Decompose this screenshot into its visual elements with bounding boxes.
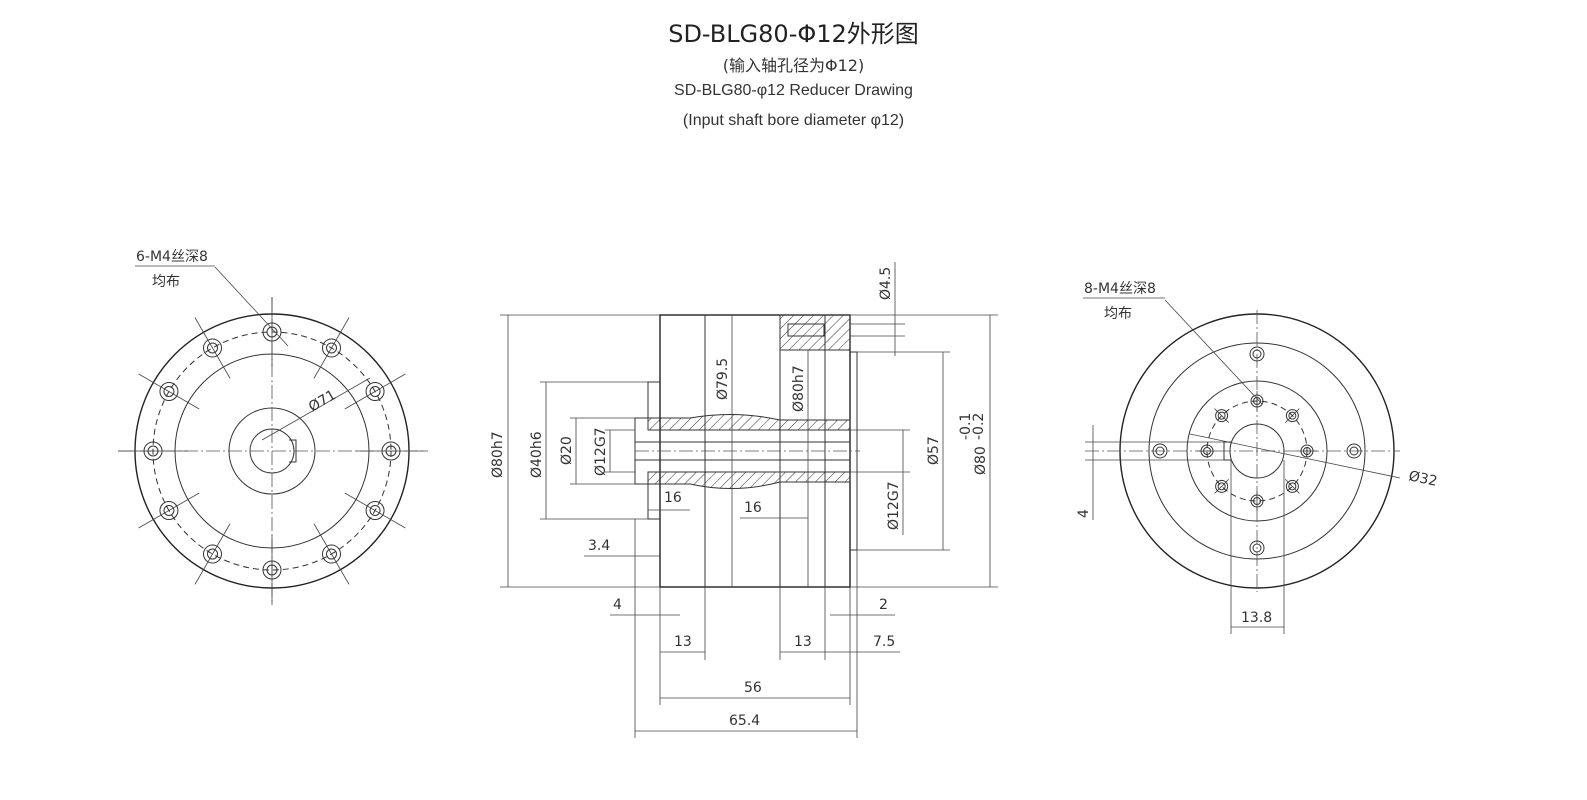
rear-outer-hole-inner xyxy=(1252,349,1262,359)
hatch-top xyxy=(647,413,851,431)
dim-d40h6: Ø40h6 xyxy=(529,431,545,478)
rear-hole-note-evenly: 均布 xyxy=(1104,306,1132,322)
flange-hole-inner xyxy=(207,548,218,560)
flange-hole-axis xyxy=(344,373,406,410)
flange-hole xyxy=(203,544,222,564)
dim-tol-upper: -0.1 xyxy=(958,413,974,440)
flange-hole xyxy=(322,338,341,358)
hole-note: 6-M4丝深8 xyxy=(136,249,208,265)
flange-hole xyxy=(159,501,179,520)
dim-d20: Ø20 xyxy=(559,436,575,465)
input-hub xyxy=(634,381,660,520)
dim-d80-right: Ø80 xyxy=(973,446,989,475)
dim-65-4: 65.4 xyxy=(729,713,760,729)
rear-outer-hole xyxy=(1249,346,1265,362)
rear-hole-inner xyxy=(1217,482,1226,491)
mounting-holes xyxy=(118,297,426,605)
hatch-tapped-hole xyxy=(779,314,851,351)
flange-hole-inner xyxy=(207,342,218,354)
rear-mounting-holes xyxy=(1152,346,1362,556)
flange-hole-inner xyxy=(163,505,175,516)
dim-16-a: 16 xyxy=(664,490,682,506)
pcd-leader xyxy=(261,377,371,441)
flange-hole xyxy=(365,382,385,401)
rear-outer-hole xyxy=(1249,540,1265,556)
dim-3-4: 3.4 xyxy=(588,538,610,554)
dim-d80h7-left: Ø80h7 xyxy=(490,431,506,478)
rear-outer-hole xyxy=(1346,443,1362,459)
flange-hole-axis xyxy=(344,492,406,529)
rear-outer-hole-inner xyxy=(1349,446,1359,456)
hole-note-evenly: 均布 xyxy=(152,274,180,290)
rear-hole-inner xyxy=(1288,411,1297,420)
rear-outer-hole xyxy=(1152,443,1168,459)
dim-d80h7-inner: Ø80h7 xyxy=(791,365,807,412)
rear-outer-hole-inner xyxy=(1155,446,1165,456)
hatch-bottom xyxy=(647,471,851,489)
rear-width-dim: 13.8 xyxy=(1241,610,1272,626)
flange-hole xyxy=(322,544,341,564)
rear-hole-axis xyxy=(1285,479,1300,494)
flange-hole-inner xyxy=(369,505,381,516)
flange-hole-inner xyxy=(369,386,381,397)
pcd-dim: Ø71 xyxy=(306,387,339,415)
dim-13-a: 13 xyxy=(674,634,692,650)
dim-13-b: 13 xyxy=(794,634,812,650)
flange-hole-axis xyxy=(313,317,350,379)
side-section-view: Ø80h7 Ø40h6 Ø20 Ø12G7 Ø79.5 Ø80h7 Ø4.5 Ø… xyxy=(490,262,998,738)
rear-hole-axis xyxy=(1285,408,1300,423)
flange-hole-inner xyxy=(326,548,337,560)
rear-hole xyxy=(1285,479,1299,493)
flange-hole-inner xyxy=(163,386,175,397)
dim-16-b: 16 xyxy=(744,500,762,516)
flange-hole xyxy=(203,338,222,358)
flange-hole xyxy=(365,501,385,520)
flange-hole-axis xyxy=(194,523,231,585)
rear-hole-inner xyxy=(1288,482,1297,491)
dim-4: 4 xyxy=(613,597,622,613)
flange-hole-axis xyxy=(194,317,231,379)
rear-hole xyxy=(1215,409,1229,423)
rear-outer-hole-inner xyxy=(1252,543,1262,553)
drawing-subtitle-en: (Input shaft bore diameter φ12) xyxy=(682,112,905,129)
rear-key-dim: 4 xyxy=(1076,509,1092,518)
dim-d12g7-left: Ø12G7 xyxy=(593,427,609,476)
flange-hole xyxy=(159,382,179,401)
dim-56: 56 xyxy=(744,680,762,696)
rear-hole-axis xyxy=(1214,408,1229,423)
drawing-title-en: SD-BLG80-φ12 Reducer Drawing xyxy=(674,82,913,99)
rear-hole-note: 8-M4丝深8 xyxy=(1084,281,1156,297)
hole-leader xyxy=(214,266,289,347)
flange-hole-inner xyxy=(326,342,337,354)
left-front-view: 6-M4丝深8 均布 Ø71 xyxy=(118,249,428,605)
flange-hole-axis xyxy=(138,373,200,410)
rear-hole-inner xyxy=(1217,411,1226,420)
rear-hole xyxy=(1285,409,1299,423)
dim-7-5: 7.5 xyxy=(873,634,895,650)
flange-hole-axis xyxy=(138,492,200,529)
dim-d79-5: Ø79.5 xyxy=(715,358,731,400)
dim-2: 2 xyxy=(879,597,888,613)
dim-d57: Ø57 xyxy=(926,436,942,465)
dim-d4-5: Ø4.5 xyxy=(878,267,894,300)
dim-tol-lower: -0.2 xyxy=(971,413,987,440)
rear-hole xyxy=(1215,479,1229,493)
right-rear-view: 8-M4丝深8 均布 Ø32 4 13.8 xyxy=(1076,281,1439,634)
dim-d12g7-right: Ø12G7 xyxy=(886,481,902,530)
rear-pcd-dim: Ø32 xyxy=(1407,468,1439,490)
drawing-title: SD-BLG80-Φ12外形图 xyxy=(668,20,919,48)
drawing-subtitle-cn: (输入轴孔径为Φ12) xyxy=(722,56,865,75)
flange-hole-axis xyxy=(313,523,350,585)
rear-hole-axis xyxy=(1214,479,1229,494)
